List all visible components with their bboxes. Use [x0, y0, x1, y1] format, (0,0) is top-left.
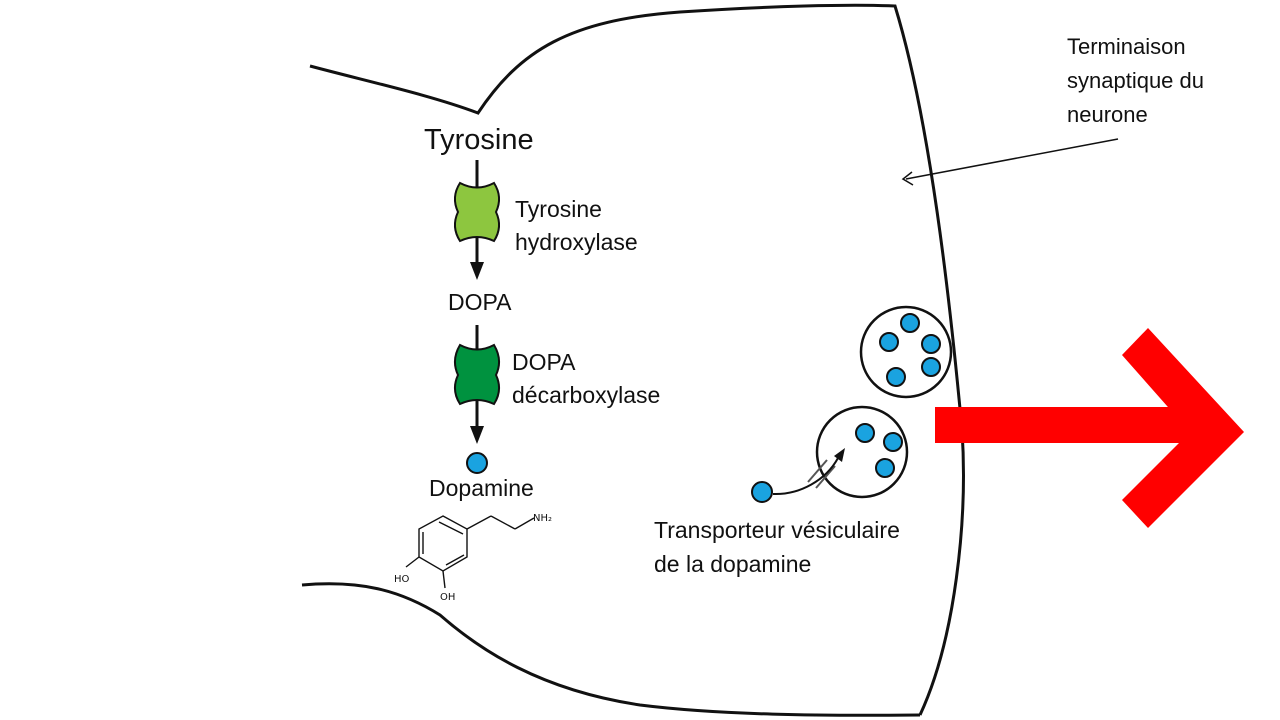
terminal-label-line1: Terminaison — [1067, 34, 1186, 59]
dopamine-molecule-product — [466, 452, 488, 474]
vesicle-dopamine-molecule — [921, 357, 941, 377]
transport-arrowhead — [834, 448, 845, 462]
terminal-pointer-line — [905, 138, 1119, 180]
ho-label: HO — [394, 574, 410, 585]
oh-label: OH — [440, 592, 455, 603]
terminal-label-line3: neurone — [1067, 102, 1148, 127]
release-arrow-icon — [935, 328, 1244, 528]
vesicle-dopamine-molecule — [886, 367, 906, 387]
nh2-label: NH₂ — [533, 513, 552, 524]
enzyme2-label-line1: DOPA — [512, 349, 576, 375]
vesicular-transporter-icon — [807, 459, 836, 489]
vesicle-dopamine-molecule — [879, 332, 899, 352]
dopamine-label: Dopamine — [429, 475, 534, 501]
transporter-label-line1: Transporteur vésiculaire — [654, 517, 900, 543]
vesicle-dopamine-molecule — [855, 423, 875, 443]
cytosolic-dopamine-molecule — [751, 481, 773, 503]
tyrosine-label: Tyrosine — [424, 124, 534, 156]
dopa-decarboxylase-enzyme — [454, 343, 500, 406]
vesicle-dopamine-molecule — [921, 334, 941, 354]
enzyme1-label-line2: hydroxylase — [515, 229, 638, 255]
neuron-membrane-bottom — [301, 582, 921, 717]
pathway-arrowhead-2 — [470, 426, 484, 444]
tyrosine-hydroxylase-enzyme — [454, 181, 500, 243]
terminal-label-line2: synaptique du — [1067, 68, 1204, 93]
terminal-pointer-arrowhead — [901, 171, 914, 186]
enzyme2-label-line2: décarboxylase — [512, 382, 660, 408]
pathway-arrowhead-1 — [470, 262, 484, 280]
dopamine-structure-icon — [405, 515, 535, 589]
vesicle-dopamine-molecule — [875, 458, 895, 478]
vesicle-dopamine-molecule — [900, 313, 920, 333]
transport-arrow — [772, 457, 839, 496]
enzyme1-label-line1: Tyrosine — [515, 196, 602, 222]
vesicle-dopamine-molecule — [883, 432, 903, 452]
neuron-membrane-top — [309, 3, 965, 716]
vesicle-filling — [815, 405, 909, 499]
transporter-label-line2: de la dopamine — [654, 551, 811, 577]
dopa-label: DOPA — [448, 289, 512, 315]
